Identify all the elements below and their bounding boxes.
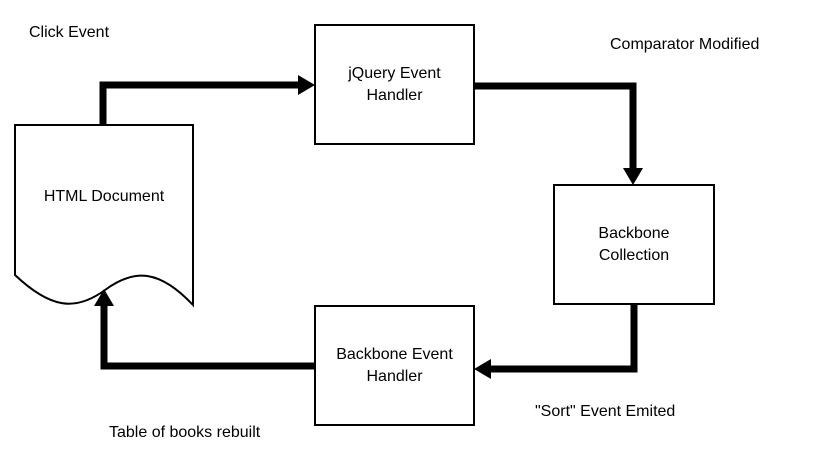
backbone-collection-label: Backbone Collection (554, 185, 714, 304)
arrowhead-to-html-document (94, 289, 114, 306)
edge-sort-event (491, 304, 638, 373)
backbone-event-handler-label: Backbone Event Handler (315, 306, 474, 425)
arrowhead-to-backbone-handler (474, 359, 491, 379)
backbone-event-handler-box[interactable] (314, 305, 475, 426)
edge-label-sort-event: "Sort" Event Emited (535, 403, 676, 420)
backbone-event-handler-label-line-1: Backbone Event (336, 345, 453, 363)
jquery-event-handler-box[interactable] (314, 24, 475, 145)
edge-label-click-event: Click Event (29, 24, 110, 41)
edge-label-table-rebuilt: Table of books rebuilt (109, 424, 261, 441)
backbone-collection-label-line-2: Collection (598, 246, 670, 264)
html-document-shape[interactable] (14, 124, 194, 308)
arrowhead-to-jquery (298, 75, 315, 95)
edge-table-rebuilt (100, 306, 315, 370)
edge-label-comparator-modified: Comparator Modified (610, 36, 760, 53)
arrowhead-to-collection (623, 168, 643, 185)
html-document-label: HTML Document (15, 175, 193, 219)
backbone-event-handler-label-line-2: Handler (366, 367, 423, 385)
edge-click-event (99, 81, 298, 125)
backbone-collection-label-line-1: Backbone (598, 224, 670, 242)
edge-comparator-modified (474, 82, 637, 168)
jquery-event-handler-label-line-2: Handler (366, 86, 423, 104)
jquery-event-handler-label-line-1: jQuery Event (348, 64, 441, 82)
jquery-event-handler-label: jQuery Event Handler (315, 25, 474, 144)
html-document-label-line-1: HTML Document (43, 188, 165, 205)
